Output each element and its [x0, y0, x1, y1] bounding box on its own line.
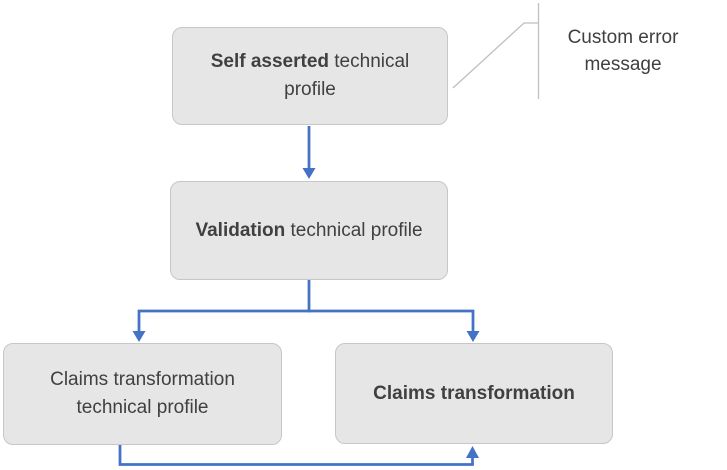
- arrow-validation-to-claims-transformation: [307, 280, 475, 332]
- arrow-claims-tp-to-claims-transformation: [118, 445, 474, 466]
- node-self-asserted-label-bold: Self asserted: [210, 51, 329, 72]
- node-validation-label: Validation technical profile: [195, 217, 422, 245]
- callout-leader-line: [452, 22, 538, 89]
- node-self-asserted-label: Self asserted technical profile: [186, 48, 434, 104]
- arrowhead-claims-tp-to-claims-transformation: [466, 446, 479, 458]
- callout-custom-error-message: Custom error message: [567, 27, 679, 75]
- arrowhead-validation-to-claims-transformation: [466, 331, 480, 342]
- node-claims-transformation: Claims transformation: [335, 343, 613, 444]
- node-self-asserted-technical-profile: Self asserted technical profile: [172, 27, 448, 125]
- node-claims-tp-label: Claims transformation technical profile: [19, 366, 267, 422]
- node-validation-label-bold: Validation: [195, 219, 286, 241]
- node-validation-technical-profile: Validation technical profile: [170, 181, 448, 280]
- node-claims-transformation-label-bold: Claims transformation: [373, 382, 575, 404]
- node-self-asserted-label-regular: technical profile: [284, 51, 410, 100]
- node-claims-transformation-label: Claims transformation: [373, 380, 575, 408]
- arrow-validation-to-claims-tp: [137, 309, 311, 332]
- arrowhead-self-asserted-to-validation: [302, 168, 316, 179]
- node-claims-transformation-technical-profile: Claims transformation technical profile: [3, 343, 282, 445]
- arrowhead-validation-to-claims-tp: [132, 331, 146, 342]
- node-claims-tp-label-regular: Claims transformation technical profile: [50, 369, 235, 418]
- node-validation-label-regular: technical profile: [285, 219, 423, 241]
